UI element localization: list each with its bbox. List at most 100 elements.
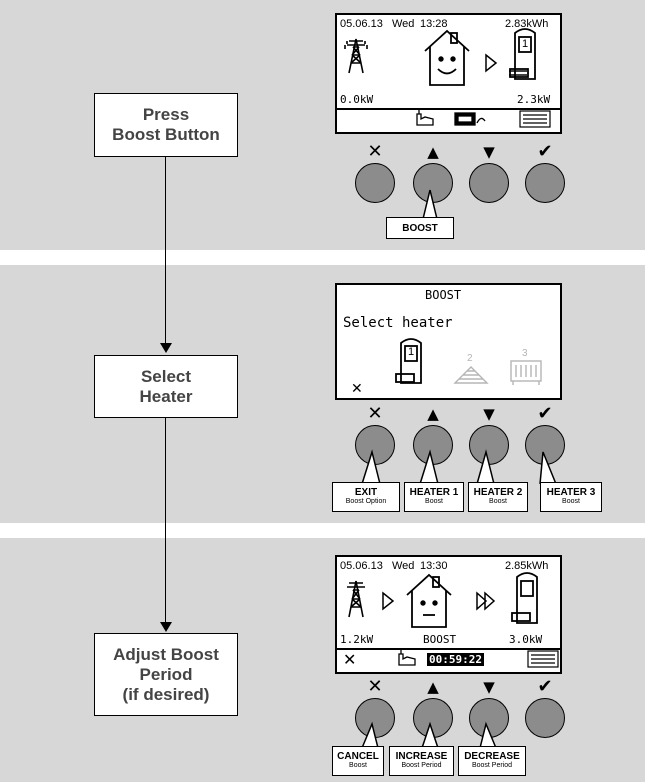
confirm-button[interactable] [525,163,565,203]
heater-3-callout: HEATER 3 Boost [540,482,602,512]
callout-sub: Boost [349,762,367,769]
screen-energy: 2.85kWh [505,560,549,572]
screen-exit-symbol: ✕ [351,381,363,397]
down-symbol: ▼ [483,405,495,423]
device-screen-1: 05.06.13 Wed 13:28 2.83kWh [335,13,562,134]
meter-icon [454,112,486,126]
screen-mode: BOOST [423,633,457,646]
cancel-boost-button[interactable] [355,698,395,738]
callout-sub: Boost [562,498,580,505]
callout-main: DECREASE [464,751,520,762]
confirm-symbol: ✔ [537,141,553,162]
decrease-callout: DECREASE Boost Period [458,746,526,776]
confirm-symbol: ✔ [537,676,553,697]
flow-arrow-icon [485,53,498,73]
screen-right-power: 3.0kW [509,633,543,646]
double-arrow-icon [476,591,496,611]
step-label-line: Boost Button [112,125,220,144]
pylon-icon [344,38,368,74]
up-symbol: ▲ [427,143,439,161]
step-label-line: Heater [139,386,193,406]
heater-1-button[interactable] [413,425,453,465]
heater-number: 2 [467,353,473,364]
down-button[interactable] [469,163,509,203]
up-symbol: ▲ [427,678,439,696]
flow-connector-2 [165,418,166,624]
heater-2-button[interactable] [469,425,509,465]
neutral-house-icon [406,573,452,628]
screen-time: 13:30 [420,560,448,572]
step-3-label-box: Adjust Boost Period (if desired) [94,633,238,716]
screen-left-power: 0.0kW [340,93,374,106]
screen-prompt: Select heater [343,315,453,331]
cancel-symbol: ✕ [367,676,383,697]
pylon-icon [347,580,365,618]
hand-icon [416,110,434,126]
callout-main: HEATER 1 [409,487,459,498]
up-symbol: ▲ [427,405,439,423]
screen-2-graphics [395,338,542,385]
callout-main: EXIT [354,487,378,498]
callout-main: CANCEL [337,751,379,762]
screen-1-graphics [344,28,551,128]
callout-sub: Boost [425,498,443,505]
callout-main: BOOST [402,223,438,234]
screen-cancel-symbol: ✕ [343,650,357,669]
screen-heater-number: 1 [522,38,529,50]
screen-divider [337,108,560,110]
callout-sub: Boost [489,498,507,505]
heater-2-callout: HEATER 2 Boost [468,482,528,512]
heater-1-callout: HEATER 1 Boost [404,482,464,512]
device-screen-3: 05.06.13 Wed 13:30 2.85kWh [335,555,562,674]
exit-callout: EXIT Boost Option [332,482,400,512]
screen-day: Wed [392,18,415,30]
screen-title: BOOST [425,288,462,302]
cancel-symbol: ✕ [367,141,383,162]
callout-main: HEATER 2 [473,487,523,498]
flow-arrowhead-2 [160,622,172,632]
step-label-line: Period [139,664,193,684]
boost-callout: BOOST [386,217,454,239]
screen-date: 05.06.13 [340,560,383,572]
screen-energy: 2.83kWh [505,18,549,30]
flow-arrowhead-1 [160,343,172,353]
confirm-button[interactable] [525,698,565,738]
menu-icon [527,650,559,668]
tank-heater-icon [395,338,422,384]
screen-divider [337,648,560,650]
flow-connector-1 [165,157,166,345]
screen-right-power: 2.3kW [517,93,551,106]
step-label-line: Select [140,366,192,386]
heater-tank-icon [511,572,538,624]
happy-house-icon [424,29,470,86]
callout-sub: Boost Period [471,762,513,769]
hand-icon [398,650,416,666]
step-label-line: (if desired) [122,684,210,704]
cancel-symbol: ✕ [367,403,383,424]
increase-callout: INCREASE Boost Period [389,746,454,776]
screen-date: 05.06.13 [340,18,383,30]
step-2-label-box: Select Heater [94,355,238,418]
heater-number: 1 [408,346,415,358]
step-label-line: Press [142,105,190,124]
heater-tank-icon [509,28,536,80]
exit-button[interactable] [355,425,395,465]
flow-arrow-icon [382,591,395,611]
down-symbol: ▼ [483,143,495,161]
step-1-label-box: Press Boost Button [94,93,238,157]
radiator-icon [510,360,542,385]
screen-day: Wed [392,560,415,572]
confirm-symbol: ✔ [537,403,553,424]
boost-timer: 00:59:22 [427,653,484,666]
menu-icon [519,110,551,128]
underfloor-heater-icon [453,366,489,384]
callout-sub: Boost Option [345,498,387,505]
callout-sub: Boost Period [401,762,442,769]
heater-number: 3 [522,348,528,359]
cancel-button[interactable] [355,163,395,203]
callout-main: INCREASE [395,751,448,762]
cancel-callout: CANCEL Boost [332,746,384,776]
screen-3-graphics [347,572,559,668]
